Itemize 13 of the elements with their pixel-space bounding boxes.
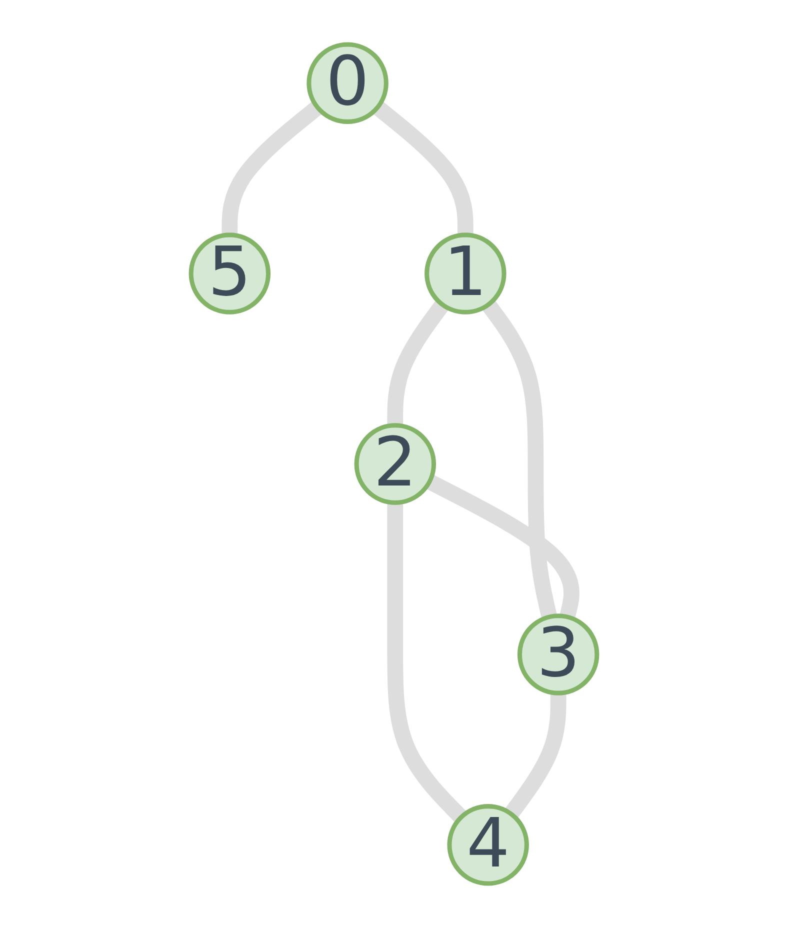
node-circle: 2 bbox=[354, 423, 436, 505]
node-circle: 0 bbox=[306, 42, 388, 124]
connector bbox=[504, 693, 566, 819]
connector bbox=[426, 474, 580, 619]
connector bbox=[372, 101, 474, 235]
node-circle: 5 bbox=[188, 232, 271, 314]
connector bbox=[387, 300, 449, 426]
connector bbox=[482, 300, 558, 619]
connector bbox=[222, 101, 322, 235]
node-circle: 1 bbox=[424, 232, 506, 314]
connector bbox=[387, 502, 467, 823]
node-circle: 4 bbox=[447, 804, 529, 886]
node-circle: 3 bbox=[517, 614, 600, 696]
